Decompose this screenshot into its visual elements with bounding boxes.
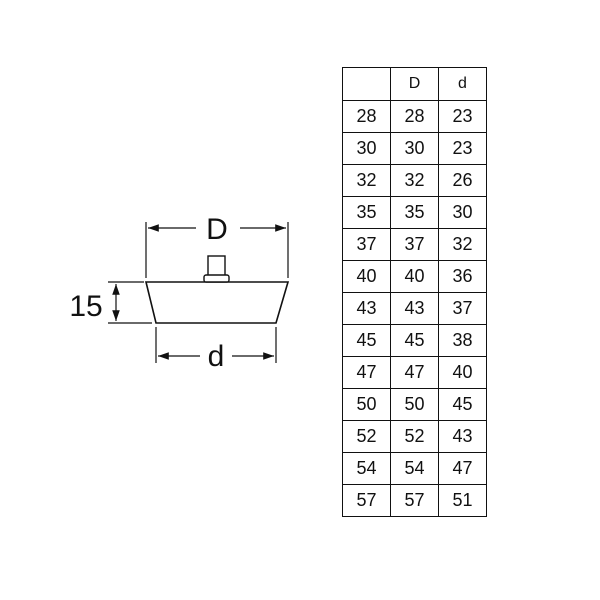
table-cell: 40 <box>342 260 391 293</box>
table-cell: 47 <box>342 356 391 389</box>
stopper-body <box>144 281 290 324</box>
table-cell: 54 <box>390 452 439 485</box>
table-header-cell: D <box>390 67 439 101</box>
table-cell: 45 <box>390 324 439 357</box>
dimension-height <box>108 281 152 324</box>
table-cell: 30 <box>390 132 439 165</box>
table-cell: 28 <box>390 100 439 133</box>
table-cell: 57 <box>390 484 439 517</box>
table-cell: 35 <box>390 196 439 229</box>
table-cell: 45 <box>342 324 391 357</box>
table-cell: 32 <box>438 228 487 261</box>
dimension-label-height: 15 <box>69 290 102 323</box>
table-cell: 23 <box>438 100 487 133</box>
table-cell: 43 <box>390 292 439 325</box>
table-cell: 26 <box>438 164 487 197</box>
table-cell: 32 <box>342 164 391 197</box>
table-cell: 37 <box>390 228 439 261</box>
table-cell: 40 <box>390 260 439 293</box>
table-cell: 47 <box>390 356 439 389</box>
dimension-label-d: d <box>208 340 225 373</box>
stopper-knob <box>203 255 230 283</box>
table-cell: 30 <box>342 132 391 165</box>
table-cell: 54 <box>342 452 391 485</box>
table-cell: 43 <box>342 292 391 325</box>
table-cell: 37 <box>438 292 487 325</box>
table-cell: 23 <box>438 132 487 165</box>
table-header-row: D d <box>342 67 487 101</box>
table-cell: 50 <box>390 388 439 421</box>
table-header-cell <box>342 67 391 101</box>
table-cell: 52 <box>390 420 439 453</box>
table-cell: 28 <box>342 100 391 133</box>
table-cell: 50 <box>342 388 391 421</box>
table-cell: 57 <box>342 484 391 517</box>
table-header-cell: d <box>438 67 487 101</box>
table-cell: 30 <box>438 196 487 229</box>
dimension-bottom-width <box>155 327 277 363</box>
dimension-label-D: D <box>206 213 228 246</box>
table-cell: 43 <box>438 420 487 453</box>
dimension-top-width <box>145 222 289 278</box>
table-cell: 51 <box>438 484 487 517</box>
table-cell: 35 <box>342 196 391 229</box>
table-cell: 32 <box>390 164 439 197</box>
table-cell: 36 <box>438 260 487 293</box>
table-cell: 45 <box>438 388 487 421</box>
table-cell: 47 <box>438 452 487 485</box>
table-cell: 52 <box>342 420 391 453</box>
table-cell: 40 <box>438 356 487 389</box>
table-cell: 37 <box>342 228 391 261</box>
table-cell: 38 <box>438 324 487 357</box>
